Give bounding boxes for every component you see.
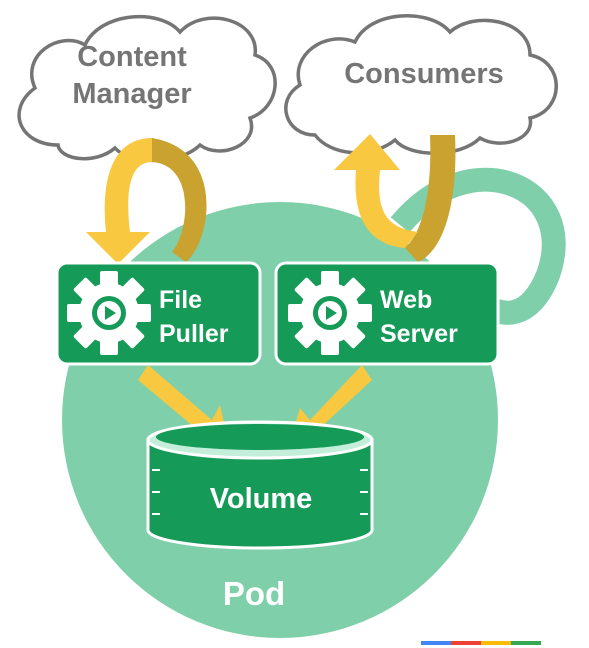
file-puller-label-line2: Puller	[159, 320, 229, 348]
pod-label: Pod	[223, 575, 285, 612]
web-server-label-line2: Server	[380, 320, 458, 348]
volume-ticks	[152, 469, 368, 515]
content-manager-label-line1: Content	[77, 41, 187, 73]
brand-color-bar	[421, 641, 541, 645]
file-puller-label-line1: File	[159, 286, 202, 314]
volume-cylinder: Volume	[146, 420, 374, 550]
content-manager-file-puller-arrow	[86, 138, 207, 264]
arrow-dark-segment	[152, 138, 207, 262]
cloud-shape	[284, 14, 558, 155]
gear-play-icon	[288, 271, 372, 355]
web-server-container: Web Server	[274, 261, 500, 366]
volume-label: Volume	[210, 483, 313, 515]
file-puller-container: File Puller	[55, 261, 262, 366]
content-manager-label-line2: Manager	[72, 78, 191, 110]
arrow-dark-segment	[405, 135, 456, 262]
gear-play-icon	[67, 271, 151, 355]
pod	[62, 167, 566, 638]
volume-top-inner	[156, 424, 364, 450]
arrow-light-segment	[86, 138, 152, 264]
consumers-label: Consumers	[344, 58, 504, 90]
web-server-label-line1: Web	[380, 286, 432, 314]
pod-loop	[390, 167, 566, 325]
consumers-cloud: Consumers	[284, 14, 558, 155]
arrow-light-segment	[334, 134, 418, 248]
web-server-consumers-arrow	[334, 134, 456, 262]
